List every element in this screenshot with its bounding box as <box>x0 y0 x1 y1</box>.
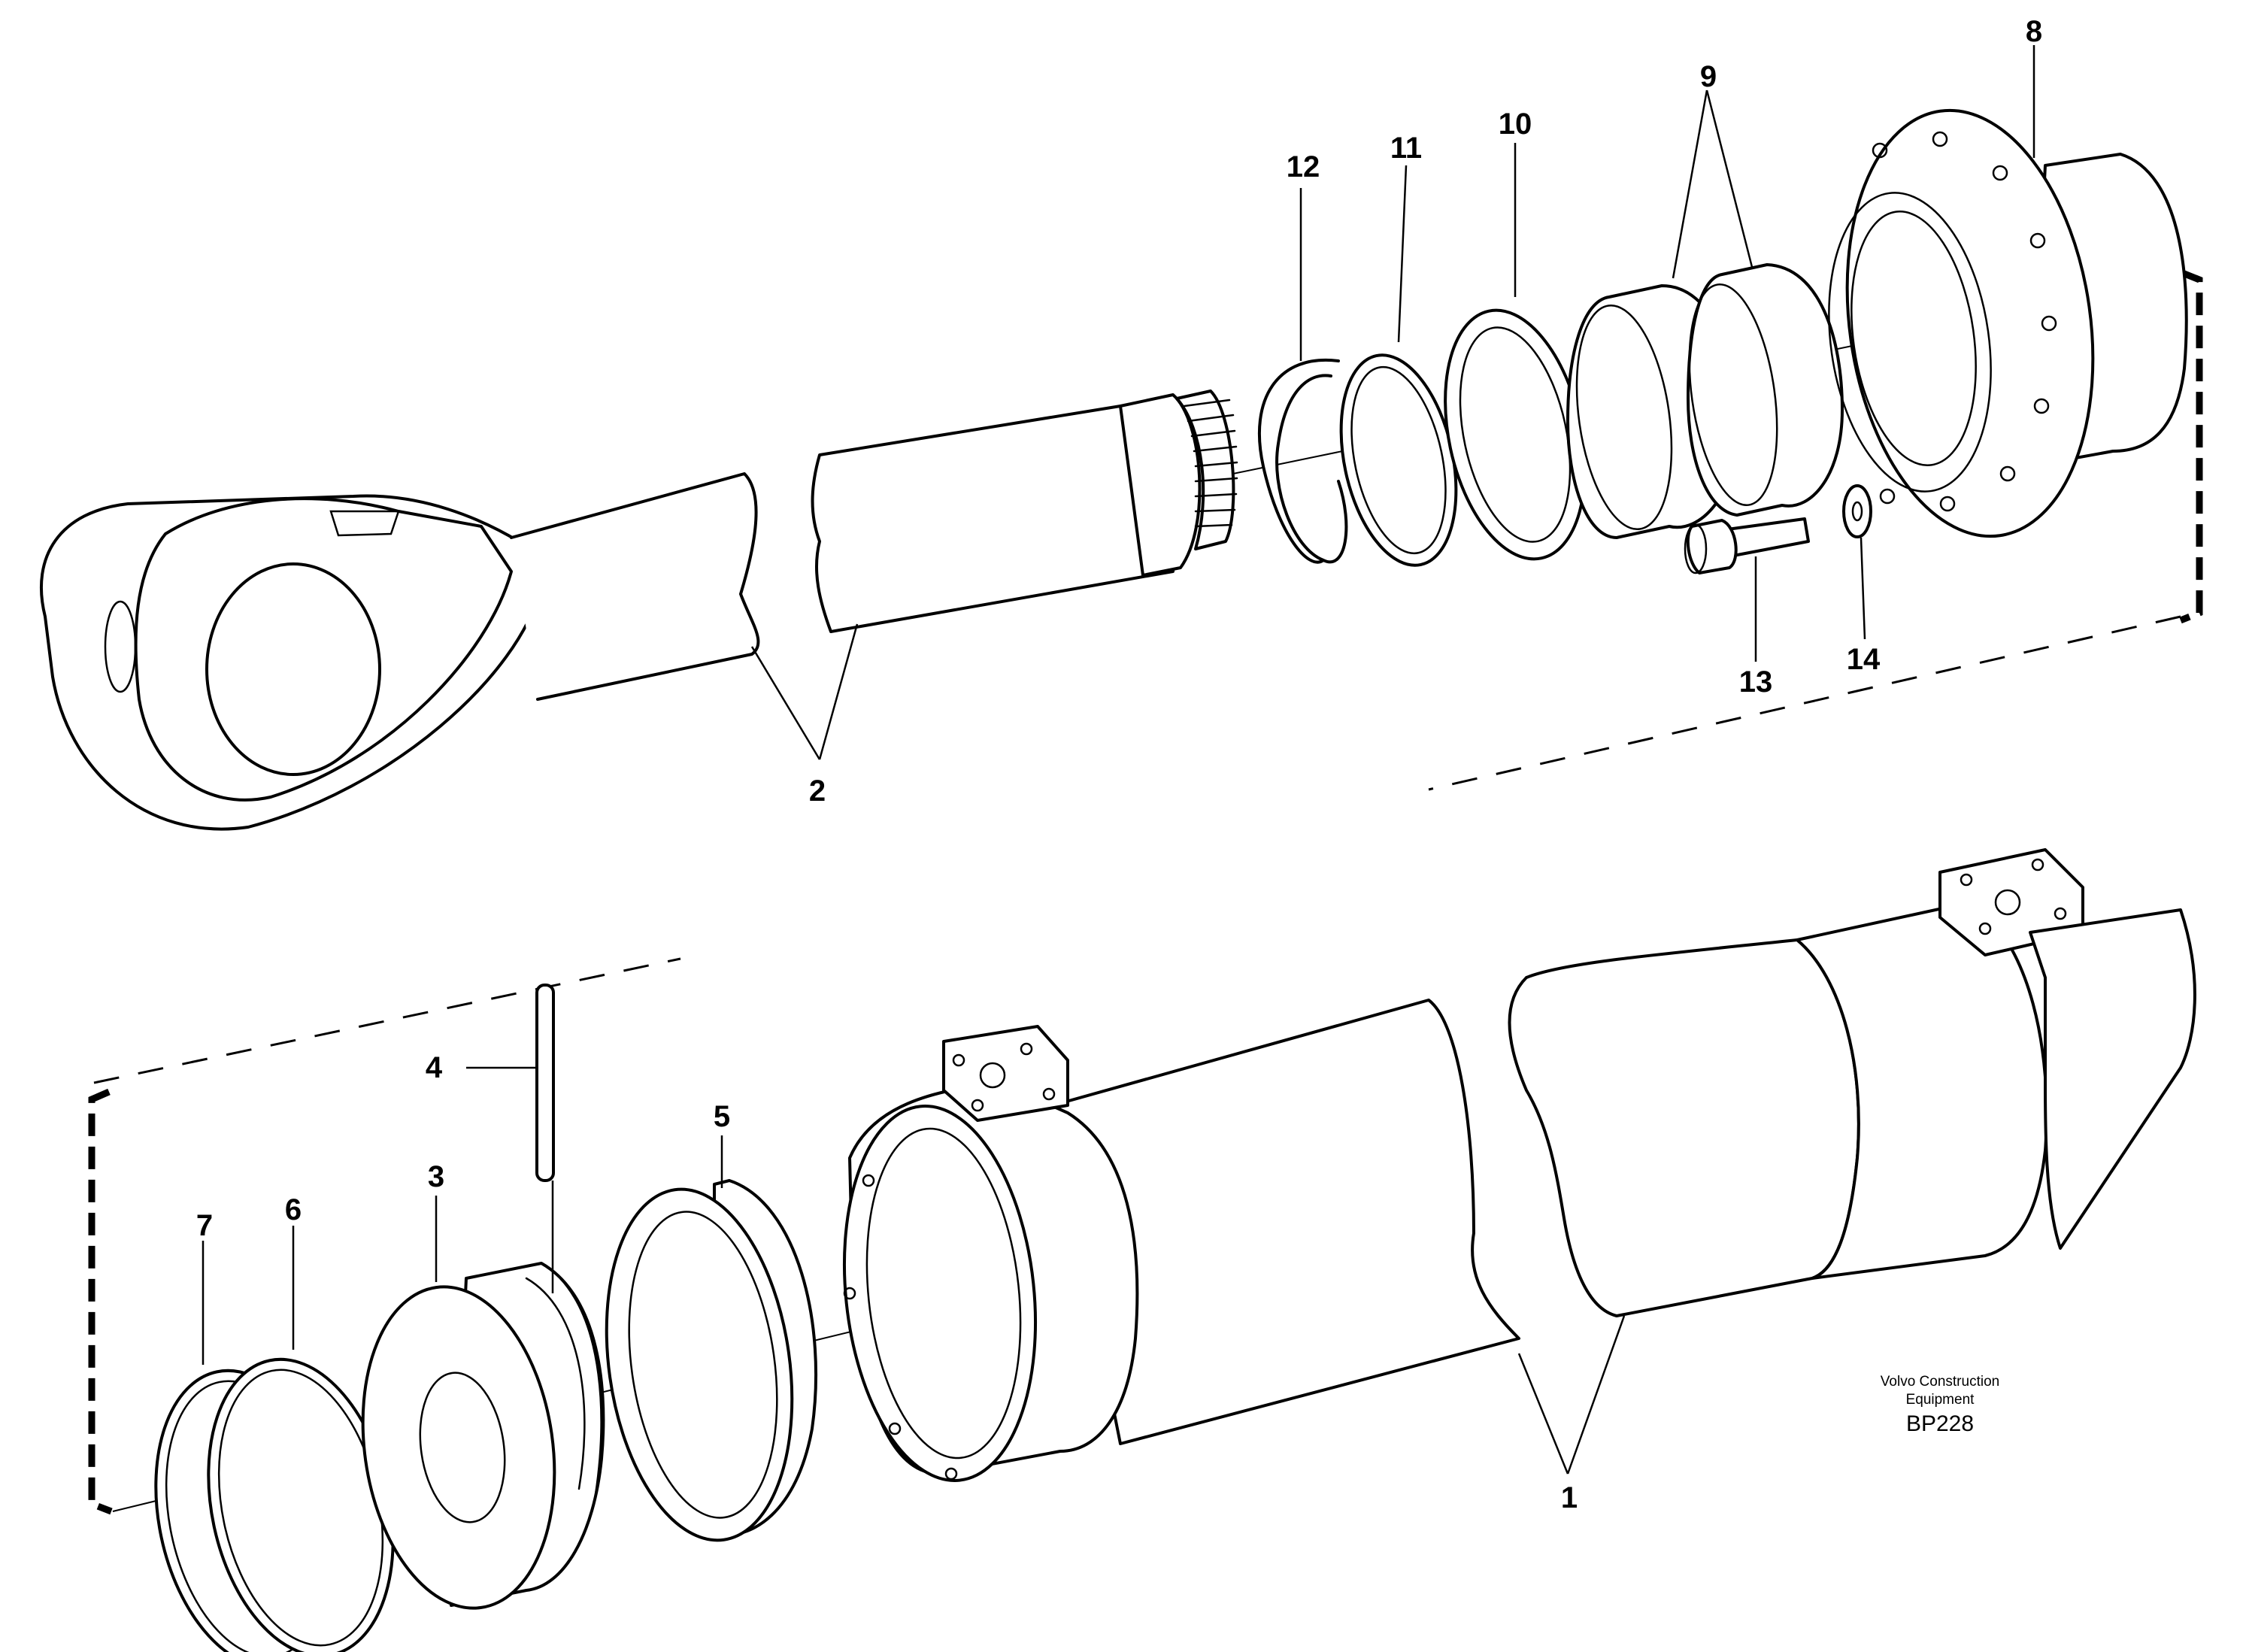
drawing-code: BP228 <box>1906 1411 1974 1436</box>
pin-part-4 <box>535 984 555 1182</box>
publisher-credit: Volvo Construction Equipment BP228 <box>1881 1374 1999 1436</box>
snap-ring-part-12 <box>1257 358 1348 564</box>
callout-2: 2 <box>809 774 826 808</box>
callout-14: 14 <box>1847 643 1881 676</box>
callout-8: 8 <box>2026 15 2042 48</box>
callout-13: 13 <box>1739 665 1773 699</box>
rod-threaded-end <box>1119 390 1238 577</box>
callout-3: 3 <box>428 1160 444 1193</box>
credit-line-1: Volvo Construction <box>1881 1374 1999 1390</box>
callout-7: 7 <box>196 1209 213 1242</box>
lower-assembly <box>88 848 2196 1652</box>
callout-11: 11 <box>1390 132 1422 165</box>
upper-dashed-link <box>1428 615 2181 791</box>
ring-part-11-inner <box>1350 365 1447 555</box>
callout-labels: 1 2 3 4 5 6 7 8 9 10 11 12 13 14 <box>196 15 2042 1514</box>
upper-assembly <box>40 108 2203 1084</box>
tube-right-section <box>1508 938 1860 1317</box>
callout-12: 12 <box>1287 150 1320 183</box>
left-bracket <box>88 1088 113 1515</box>
washer-part-14-hole <box>1851 501 1863 522</box>
callout-4: 4 <box>426 1051 443 1084</box>
cylinder-base <box>1796 848 2196 1280</box>
wiper-part-10-inner <box>1459 326 1572 543</box>
tube-flange <box>842 1025 1139 1482</box>
bushings-part-9 <box>1566 263 1844 539</box>
callout-leaders <box>202 45 2035 1475</box>
callout-10: 10 <box>1499 108 1532 141</box>
lower-dashed-link <box>93 957 681 1084</box>
rod-eye <box>40 494 543 831</box>
callout-5: 5 <box>714 1100 730 1133</box>
tube-left-section <box>1051 999 1520 1445</box>
callout-1: 1 <box>1561 1481 1578 1514</box>
screw-part-13 <box>1684 517 1810 574</box>
head-part-8 <box>1828 108 2188 538</box>
callout-9: 9 <box>1700 60 1717 93</box>
rod-left-section <box>510 472 760 701</box>
washer-part-14 <box>1842 484 1872 538</box>
credit-line-2: Equipment <box>1906 1392 1975 1408</box>
right-bracket <box>2179 268 2203 624</box>
wiper-ring-part-5 <box>605 1179 817 1542</box>
rod-right-section <box>811 405 1179 633</box>
piston-part-3 <box>361 1262 605 1610</box>
callout-6: 6 <box>285 1193 302 1226</box>
